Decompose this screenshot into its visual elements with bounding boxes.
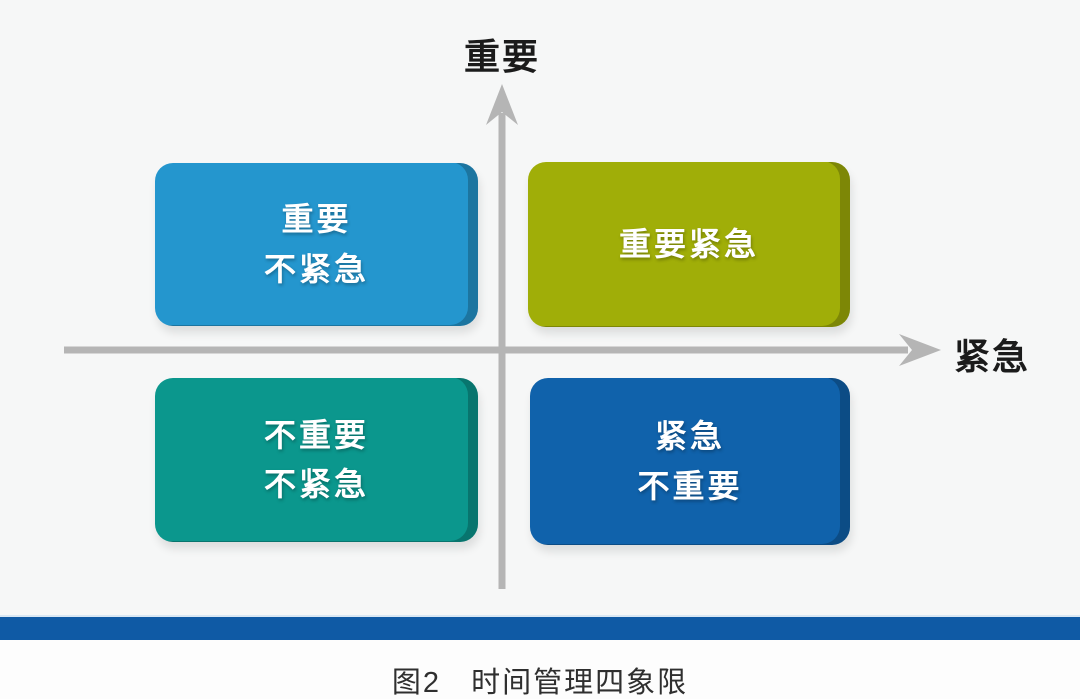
y-axis-arrowhead-icon: [486, 84, 518, 125]
quadrant-not-important-not-urgent: 不重要 不紧急: [155, 378, 478, 542]
quadrant-label-line: 重要: [281, 201, 352, 238]
figure-caption-title: 时间管理四象限: [471, 667, 689, 699]
quadrant-label-line: 不紧急: [263, 466, 369, 502]
quadrant-label-line: 不重要: [263, 416, 369, 453]
figure-caption-number: 图2: [391, 667, 442, 699]
quadrant-label-line: 不重要: [637, 467, 743, 504]
quadrant-important-not-urgent: 重要 不紧急: [155, 163, 478, 326]
divider-bar: [0, 617, 1080, 640]
quadrant-important-urgent: 重要紧急: [528, 162, 850, 327]
x-axis-label: 紧急: [954, 336, 1031, 377]
figure-caption: 图2 时间管理四象限: [0, 659, 1080, 699]
quadrant-label-line: 不紧急: [263, 250, 369, 287]
x-axis-arrowhead-icon: [899, 334, 941, 366]
quadrant-label-line: 重要紧急: [618, 225, 759, 262]
quadrant-urgent-not-important: 紧急 不重要: [530, 378, 850, 545]
quadrant-label-line: 紧急: [654, 418, 725, 455]
footer-background: [0, 640, 1080, 699]
y-axis-label: 重要: [463, 36, 540, 77]
